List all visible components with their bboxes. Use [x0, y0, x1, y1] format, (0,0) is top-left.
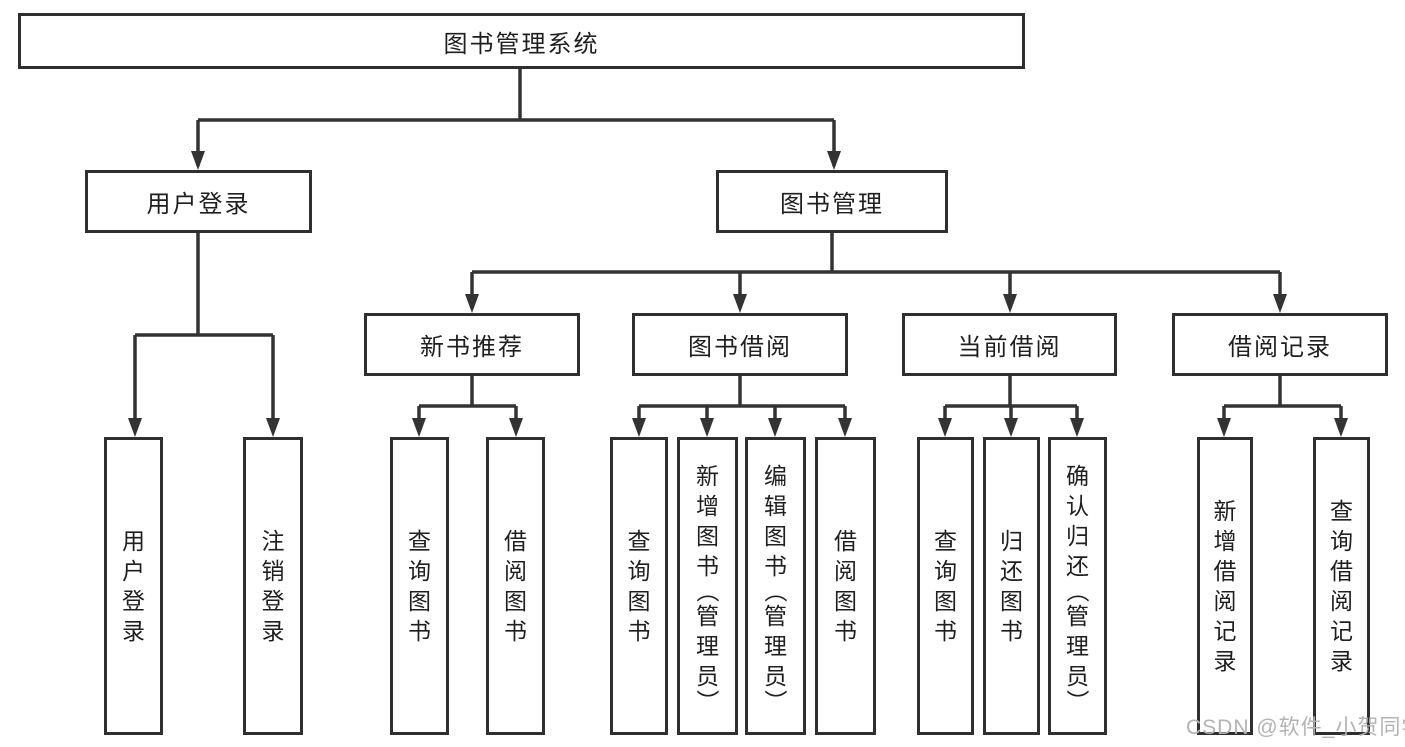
node-label: 查询图书: [627, 528, 651, 644]
node-root-system: 图书管理系统: [18, 13, 1025, 69]
node-leaf-user-login: 用户登录: [104, 437, 163, 735]
node-label: 新书推荐: [420, 334, 524, 361]
node-label: 借阅记录: [1228, 334, 1332, 361]
node-leaf-query-books-2: 查询图书: [610, 437, 668, 735]
node-new-book-recommend: 新书推荐: [364, 313, 580, 376]
node-label: 用户登录: [122, 528, 145, 644]
node-user-login-branch: 用户登录: [85, 170, 312, 233]
node-label: 图书管理: [780, 191, 884, 218]
node-leaf-query-books-3: 查询图书: [917, 437, 974, 735]
node-label: 归还图书: [1000, 528, 1023, 644]
node-leaf-query-books-1: 查询图书: [390, 437, 449, 735]
node-label: 用户登录: [146, 191, 251, 218]
node-label: 编辑图书（管理员）: [762, 463, 789, 713]
node-leaf-add-borrow-record: 新增借阅记录: [1197, 437, 1253, 735]
node-current-borrow: 当前借阅: [902, 313, 1117, 376]
node-label: 查询图书: [934, 528, 957, 644]
node-book-borrow: 图书借阅: [632, 313, 848, 376]
node-leaf-edit-books-admin: 编辑图书（管理员）: [745, 437, 806, 735]
node-label: 查询图书: [408, 528, 431, 644]
node-label: 当前借阅: [957, 334, 1062, 361]
node-label: 图书借阅: [688, 334, 792, 361]
node-label: 查询借阅记录: [1330, 498, 1353, 674]
node-leaf-borrow-books-1: 借阅图书: [486, 437, 545, 735]
node-leaf-add-books-admin: 新增图书（管理员）: [677, 437, 738, 735]
node-label: 借阅图书: [834, 528, 857, 644]
node-label: 图书管理系统: [443, 30, 600, 58]
node-leaf-confirm-return-admin: 确认归还（管理员）: [1048, 437, 1107, 735]
csdn-watermark: CSDN @软件_小贺同学: [1186, 716, 1405, 739]
node-label: 借阅图书: [504, 528, 527, 644]
node-leaf-query-borrow-record: 查询借阅记录: [1313, 437, 1370, 735]
node-label: 确认归还（管理员）: [1064, 463, 1091, 713]
node-book-management: 图书管理: [716, 170, 948, 233]
node-label: 新增借阅记录: [1213, 498, 1237, 674]
node-borrow-records: 借阅记录: [1172, 313, 1388, 376]
node-label: 注销登录: [261, 528, 285, 644]
node-leaf-return-books: 归还图书: [983, 437, 1040, 735]
node-label: 新增图书（管理员）: [694, 463, 721, 713]
node-leaf-borrow-books-2: 借阅图书: [815, 437, 876, 735]
node-leaf-logout: 注销登录: [243, 437, 303, 735]
